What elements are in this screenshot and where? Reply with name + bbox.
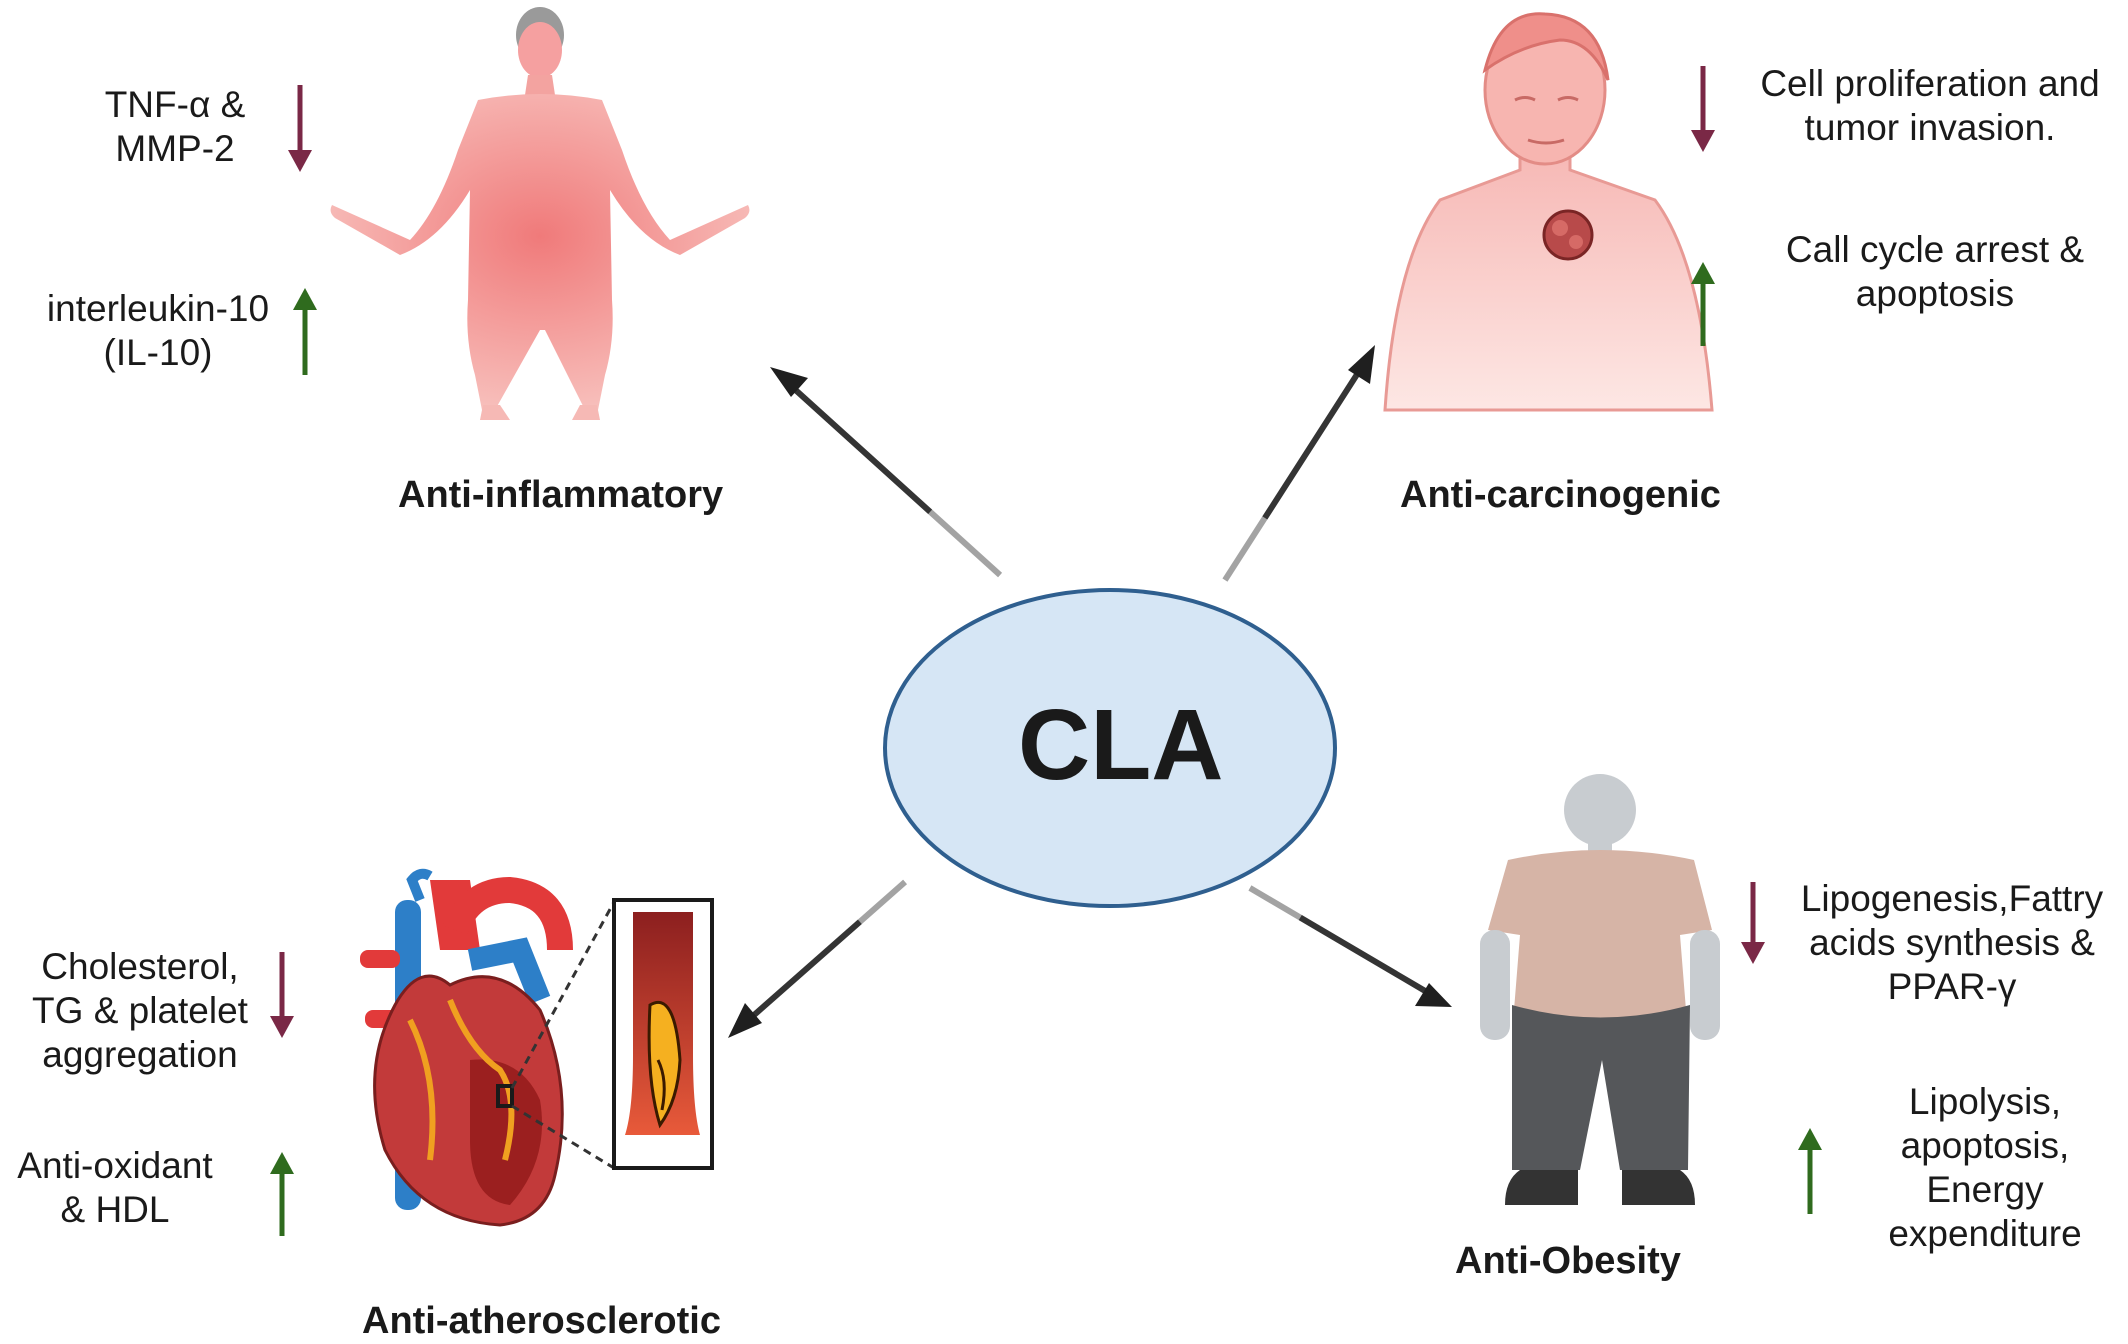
arrow-up-inflammatory — [293, 288, 317, 375]
torso-with-tumor-icon — [1383, 12, 1714, 412]
inflammatory-down-text: TNF-α & MMP-2 — [70, 83, 280, 171]
atherosclerotic-up-line-1: Anti-oxidant — [17, 1145, 213, 1186]
obese-person-icon — [1480, 774, 1720, 1205]
arrow-up-atherosclerotic — [270, 1152, 294, 1236]
inflammatory-down-line-2: MMP-2 — [115, 128, 235, 169]
carcinogenic-up-text: Call cycle arrest & apoptosis — [1760, 228, 2110, 316]
arrow-down-inflammatory — [288, 85, 312, 172]
cla-ellipse — [883, 588, 1337, 908]
heart-icon — [360, 868, 573, 1227]
arrow-up-obesity — [1798, 1128, 1822, 1214]
inflammatory-up-line-2: (IL-10) — [103, 332, 213, 373]
title-anti-atherosclerotic: Anti-atherosclerotic — [362, 1300, 721, 1342]
obesity-down-text: Lipogenesis,Fattry acids synthesis & PPA… — [1782, 877, 2122, 1009]
atherosclerotic-down-line-3: aggregation — [42, 1034, 238, 1075]
atherosclerotic-down-line-2: TG & platelet — [32, 990, 248, 1031]
artery-plaque-icon — [612, 898, 714, 1170]
arrow-down-obesity — [1741, 882, 1765, 964]
arrow-down-atherosclerotic — [270, 952, 294, 1038]
carcinogenic-down-text: Cell proliferation and tumor invasion. — [1740, 62, 2120, 150]
obesity-down-line-1: Lipogenesis,Fattry — [1800, 878, 2104, 919]
human-body-icon — [330, 7, 750, 420]
atherosclerotic-up-line-2: & HDL — [60, 1189, 170, 1230]
connector-to-atherosclerotic — [728, 879, 908, 1038]
obesity-up-line-2: apoptosis, — [1900, 1125, 2070, 1166]
obesity-down-line-3: PPAR-γ — [1887, 966, 2017, 1007]
connector-to-inflammatory — [770, 367, 1003, 578]
title-anti-inflammatory: Anti-inflammatory — [398, 474, 724, 516]
arrow-up-carcinogenic — [1691, 262, 1715, 346]
atherosclerotic-down-text: Cholesterol, TG & platelet aggregation — [20, 945, 260, 1077]
cla-label: CLA — [1018, 689, 1224, 801]
inflammatory-down-line-1: TNF-α & — [104, 84, 246, 125]
title-anti-carcinogenic: Anti-carcinogenic — [1400, 474, 1721, 516]
inflammatory-up-text: interleukin-10 (IL-10) — [28, 287, 288, 375]
carcinogenic-down-line-1: Cell proliferation and — [1760, 63, 2100, 104]
carcinogenic-up-line-2: apoptosis — [1855, 273, 2015, 314]
obesity-down-line-2: acids synthesis & — [1809, 922, 2095, 963]
inflammatory-up-line-1: interleukin-10 — [46, 288, 270, 329]
carcinogenic-down-line-2: tumor invasion. — [1804, 107, 2056, 148]
obesity-up-line-3: Energy — [1926, 1169, 2044, 1210]
obesity-up-text: Lipolysis, apoptosis, Energy expenditure — [1860, 1080, 2110, 1256]
obesity-up-line-1: Lipolysis, — [1908, 1081, 2062, 1122]
connector-to-carcinogenic — [1221, 345, 1375, 583]
connector-to-obesity — [1247, 884, 1452, 1007]
obesity-up-line-4: expenditure — [1888, 1213, 2082, 1254]
title-anti-obesity: Anti-Obesity — [1455, 1240, 1681, 1282]
arrow-down-carcinogenic — [1691, 66, 1715, 152]
atherosclerotic-down-line-1: Cholesterol, — [41, 946, 239, 987]
atherosclerotic-up-text: Anti-oxidant & HDL — [0, 1144, 230, 1232]
carcinogenic-up-line-1: Call cycle arrest & — [1785, 229, 2085, 270]
